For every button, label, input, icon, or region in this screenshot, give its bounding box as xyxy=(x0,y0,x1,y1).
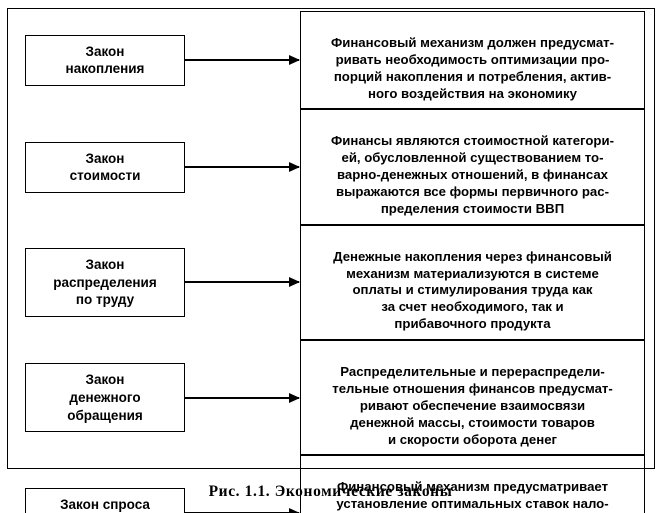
description-text: Финансовый механизм предусматривает уста… xyxy=(336,479,609,512)
arrow-head-icon xyxy=(289,162,300,173)
diagram-row: Закон стоимости Финансы являются стоимос… xyxy=(25,109,645,225)
description-box: Финансовый механизм предусматривает уста… xyxy=(300,455,645,513)
arrow-right xyxy=(185,55,300,66)
arrow-head-icon xyxy=(289,55,300,66)
law-box: Закон стоимости xyxy=(25,141,185,193)
law-label: Закон распределения по труду xyxy=(53,257,157,308)
law-label: Закон денежного обращения xyxy=(67,372,143,423)
description-text: Распределительные и перераспредели- тель… xyxy=(332,364,613,447)
description-box: Финансовый механизм должен предусмат- ри… xyxy=(300,11,645,110)
description-text: Денежные накопления через финансовый мех… xyxy=(333,248,612,332)
description-text: Финансовый механизм должен предусмат- ри… xyxy=(330,34,615,101)
description-box: Распределительные и перераспредели- тель… xyxy=(300,340,645,456)
arrow-head-icon xyxy=(289,508,300,513)
diagram-row: Закон распределения по труду Денежные на… xyxy=(25,224,645,341)
description-box: Финансы являются стоимостной категори- е… xyxy=(300,109,645,225)
description-box: Денежные накопления через финансовый мех… xyxy=(300,224,645,341)
arrow-head-icon xyxy=(289,392,300,403)
arrow-right xyxy=(185,392,300,403)
diagram-row: Закон накопления Финансовый механизм дол… xyxy=(25,11,645,110)
diagram-row: Закон денежного обращения Распределитель… xyxy=(25,340,645,456)
diagram-row: Закон спроса и предложения Финансовый ме… xyxy=(25,455,645,513)
law-label: Закон стоимости xyxy=(69,150,141,184)
description-text: Финансы являются стоимостной категори- е… xyxy=(331,133,614,216)
law-box: Закон распределения по труду xyxy=(25,248,185,317)
arrow-right xyxy=(185,277,300,288)
diagram-frame: Закон накопления Финансовый механизм дол… xyxy=(7,8,655,513)
law-box: Закон денежного обращения xyxy=(25,363,185,433)
arrow-head-icon xyxy=(289,277,300,288)
law-box: Закон накопления xyxy=(25,34,185,86)
law-label: Закон спроса и предложения xyxy=(60,496,150,512)
figure-caption: Рис. 1.1. Экономические законы xyxy=(208,483,453,500)
law-label: Закон накопления xyxy=(65,43,145,77)
arrow-right xyxy=(185,162,300,173)
law-box: Закон спроса и предложения xyxy=(25,487,185,513)
